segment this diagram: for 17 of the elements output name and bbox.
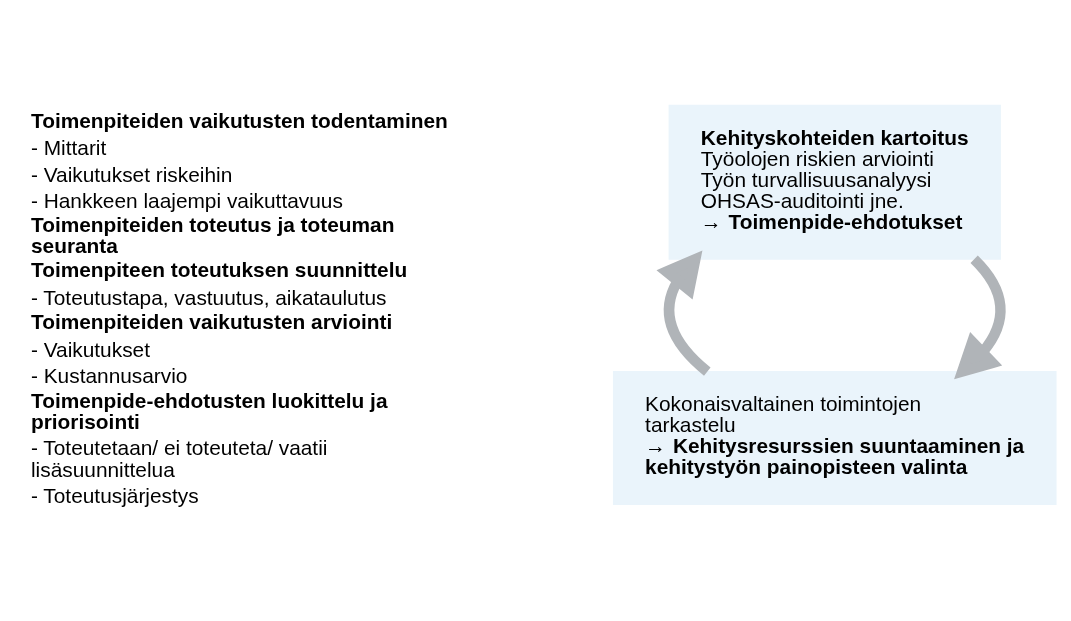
arrow [954, 255, 1006, 379]
label: - Toteutetaan/ ei toteuteta/ vaatii lisäsuunnittelua [30, 435, 328, 481]
label: Toimenpide-ehdotusten luokittelu ja priorisointi [30, 388, 388, 433]
label: - Vaikutukset [30, 337, 150, 361]
node-box: Kokonaisvaltainen toimintojen tarkastelu → Kehitysresurssien suuntaaminen ja kehitystyön painopisteen valinta [612, 370, 1057, 505]
label: Toimenpiteiden toteutus ja toteuman seuranta [30, 212, 395, 257]
label: Toimenpiteen toteutuksen suunnittelu [30, 257, 408, 281]
label: - Kustannusarvio [30, 363, 188, 387]
label: - Toteutusjärjestys [30, 483, 199, 507]
label: Toimenpiteiden vaikutusten todentaminen [30, 108, 448, 132]
label: - Mittarit [30, 135, 107, 159]
label: - Toteutustapa, vastuutus, aikataulutus [30, 285, 387, 309]
label: - Hankkeen laajempi vaikuttavuus [30, 188, 343, 212]
label: - Vaikutukset riskeihin [30, 162, 233, 186]
label: Toimenpiteiden vaikutusten arviointi [30, 309, 393, 333]
arrow [656, 249, 711, 376]
node-box: Kehityskohteiden kartoitus Työolojen riskien arviointi Työn turvallisuusanalyysi OHSAS-auditointi jne. → Toimenpide-ehdotukset [668, 104, 1001, 260]
